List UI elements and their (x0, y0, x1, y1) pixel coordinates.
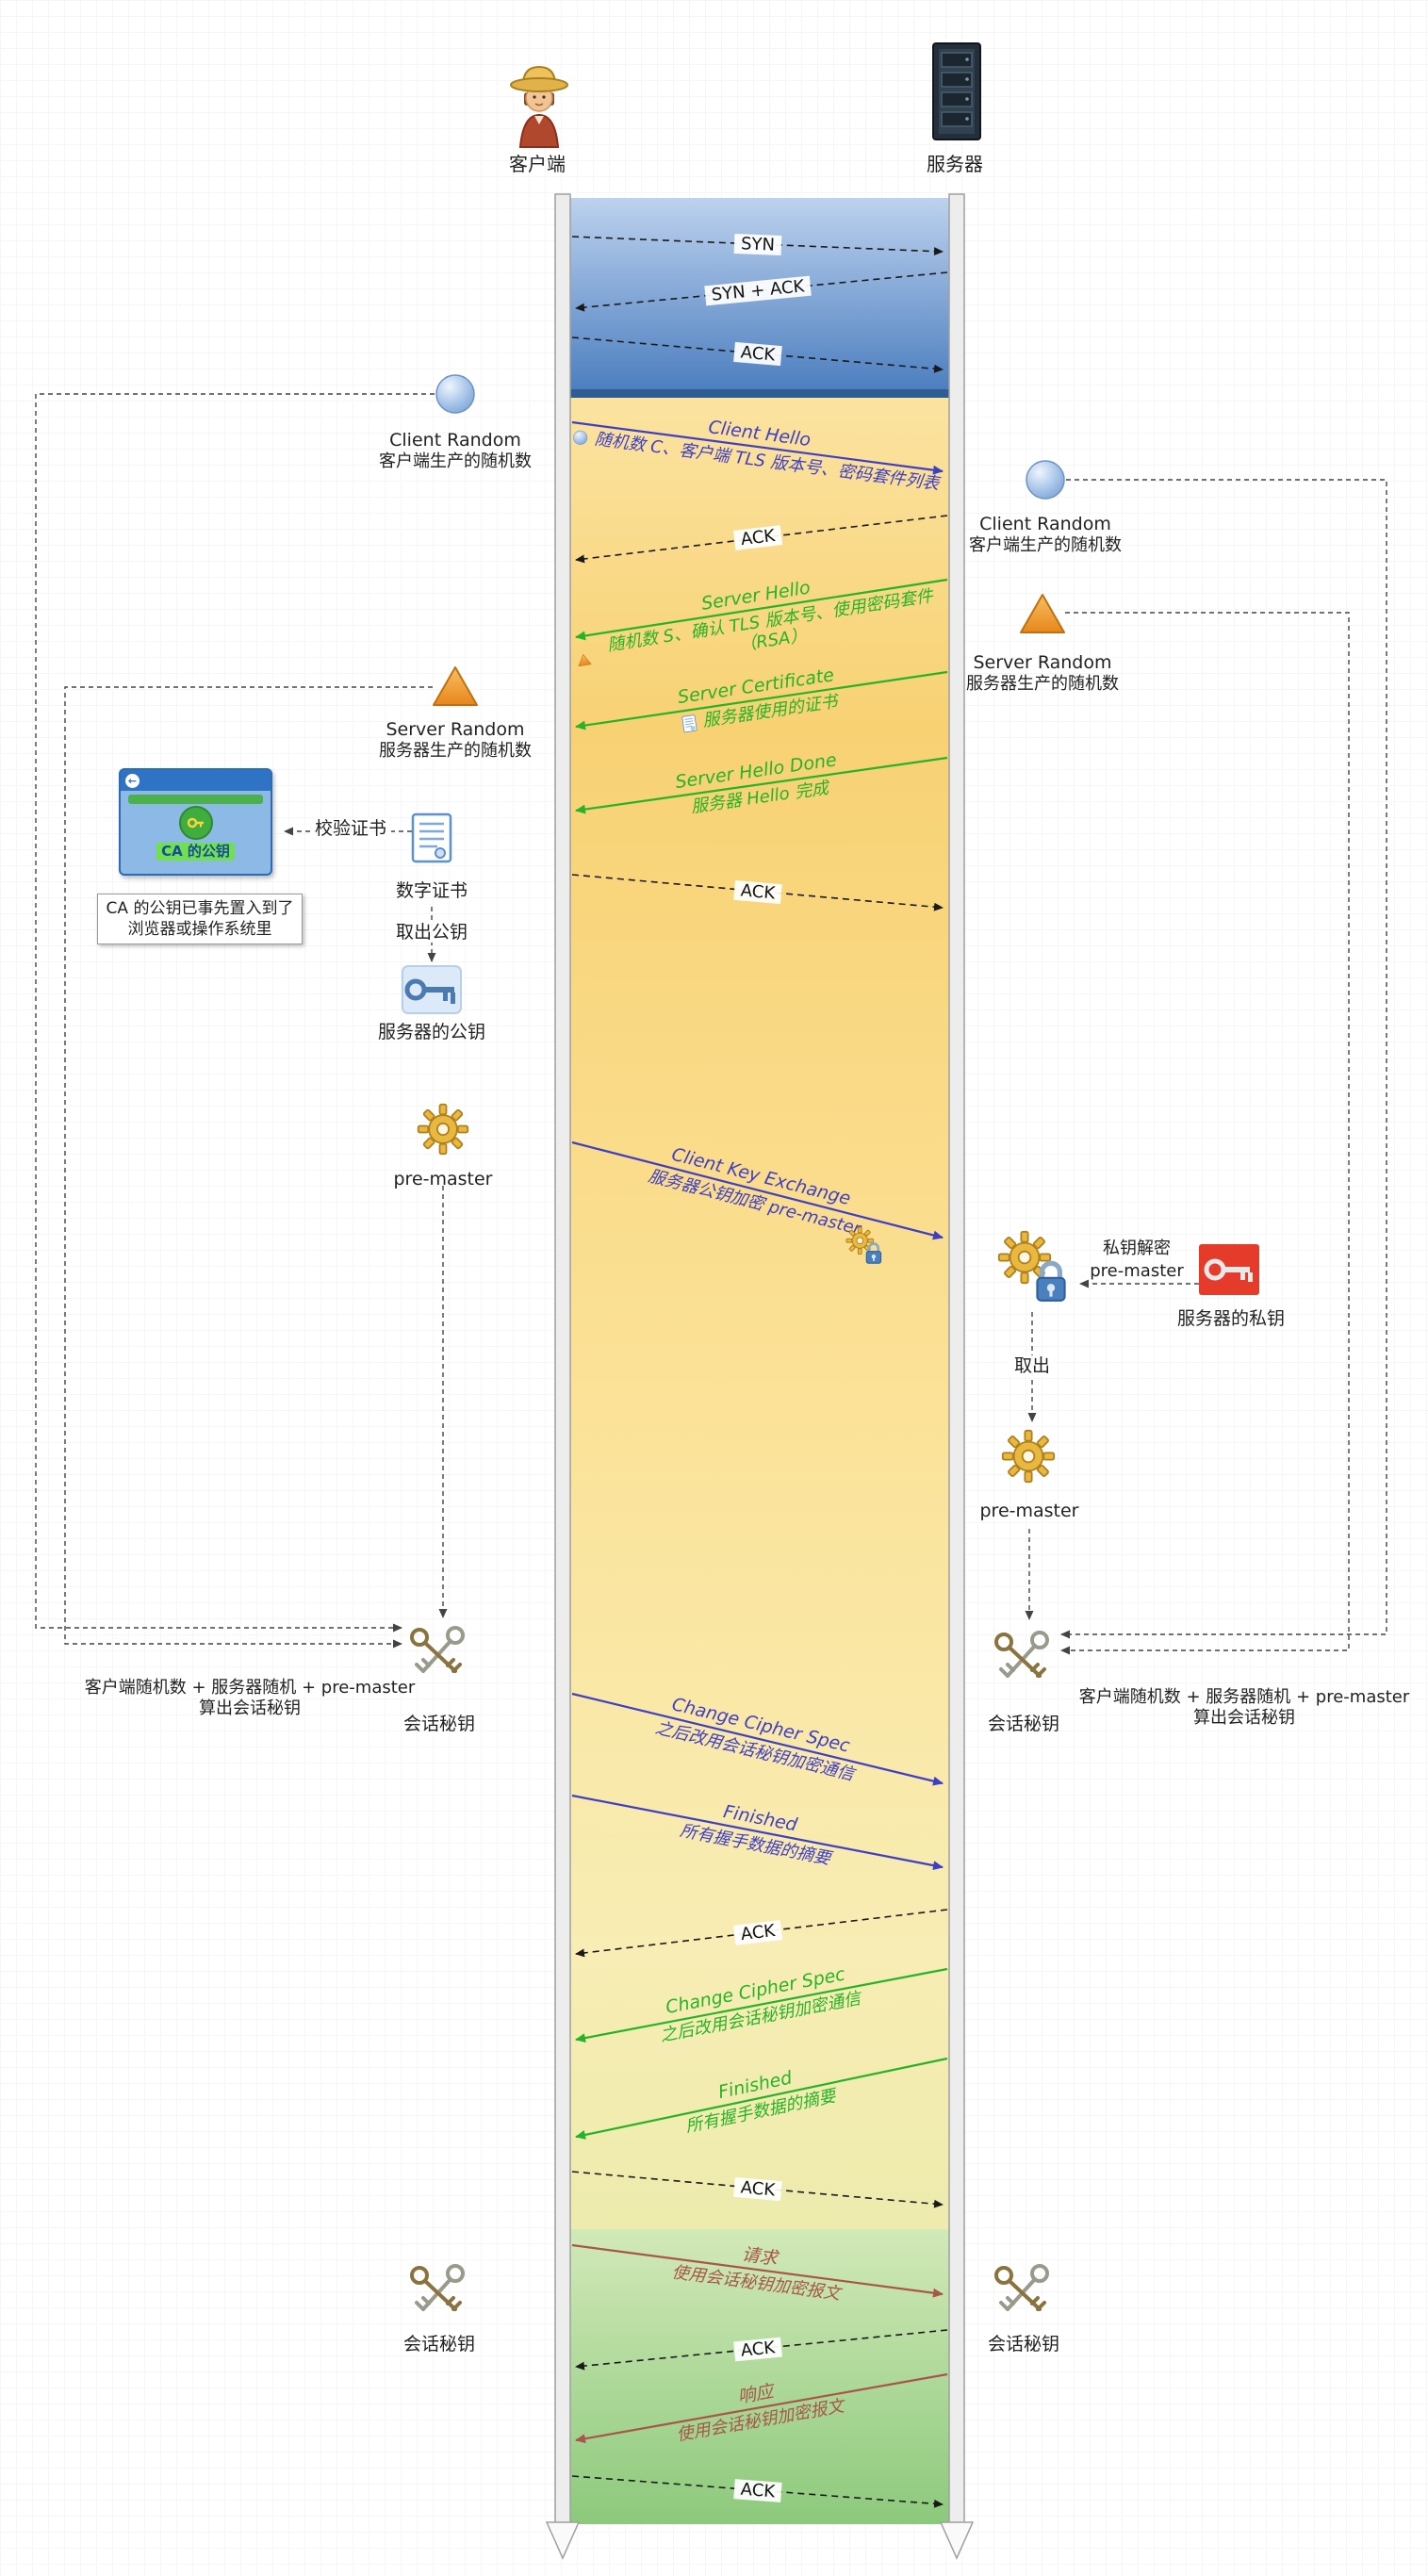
session-key-label-bottom-left: 会话秘钥 (402, 2334, 475, 2354)
extract-label: 取出 (994, 1355, 1070, 1376)
server-random-right-subtitle: 服务器生产的随机数 (966, 674, 1119, 694)
gold-key-icon (187, 817, 204, 829)
extract-public-key-label: 取出公钥 (366, 922, 498, 943)
session-key-calc-left: 客户端随机数 + 服务器随机 + pre-master 算出会话秘钥 (84, 1678, 416, 1718)
session-key-icon-right (991, 1629, 1055, 1685)
server-lifeline-arrow (939, 2521, 975, 2560)
ca-key-badge-icon (178, 806, 213, 840)
server-private-key-icon (1199, 1244, 1259, 1295)
client-random-sphere-icon-right (1025, 459, 1066, 500)
client-random-right-subtitle: 客户端生产的随机数 (969, 535, 1122, 555)
ca-note-box: CA 的公钥已事先置入到了 浏览器或操作系统里 (97, 894, 303, 944)
server-private-key-label: 服务器的私钥 (1176, 1308, 1285, 1329)
ca-public-key-label: CA 的公钥 (156, 843, 235, 861)
client-random-sphere-icon (435, 373, 476, 415)
session-key-icon-left (406, 1624, 470, 1681)
tcp-handshake-band (570, 198, 949, 389)
session-key-calc-right: 客户端随机数 + 服务器随机 + pre-master 算出会话秘钥 (1078, 1687, 1410, 1728)
premaster-gear-icon-left (417, 1103, 469, 1156)
server-random-left-subtitle: 服务器生产的随机数 (379, 741, 532, 761)
gear-lock-icon-right (995, 1228, 1075, 1307)
server-rack-icon (932, 42, 981, 140)
server-random-triangle-icon-right (1018, 592, 1067, 635)
client-lifeline (554, 193, 571, 2525)
client-random-right-title: Client Random (979, 514, 1111, 534)
band-divider (570, 389, 949, 398)
session-key-label-bottom-right: 会话秘钥 (987, 2334, 1059, 2354)
farmer-avatar-icon (510, 65, 568, 148)
server-random-triangle-icon (431, 665, 480, 708)
digital-certificate-icon (411, 812, 452, 863)
session-key-label-left: 会话秘钥 (402, 1714, 475, 1734)
browser-address-bar (128, 795, 263, 804)
tls-handshake-band (570, 398, 949, 2229)
digital-certificate-label: 数字证书 (395, 880, 468, 901)
browser-icon: ← CA 的公钥 (119, 768, 272, 876)
client-actor-label: 客户端 (509, 153, 566, 175)
server-actor-label: 服务器 (927, 153, 983, 175)
private-key-decrypt-premaster: pre-master (1090, 1261, 1184, 1281)
ca-note-line2: 浏览器或操作系统里 (127, 920, 272, 939)
ca-note-line1: CA 的公钥已事先置入到了 (106, 899, 294, 918)
session-key-icon-bottom-left (406, 2262, 470, 2319)
session-key-icon-bottom-right (991, 2262, 1055, 2319)
private-key-decrypt-label: 私钥解密 (1103, 1239, 1171, 1258)
back-arrow-icon: ← (125, 773, 140, 788)
server-random-left-title: Server Random (386, 719, 525, 740)
session-key-label-right: 会话秘钥 (987, 1714, 1059, 1734)
encrypted-data-band (570, 2229, 949, 2524)
client-lifeline-arrow (545, 2521, 581, 2560)
server-random-right-title: Server Random (973, 652, 1112, 673)
client-random-left-title: Client Random (389, 430, 521, 451)
premaster-label-left: pre-master (393, 1169, 493, 1190)
server-public-key-icon (402, 965, 462, 1014)
premaster-gear-icon-right (1001, 1429, 1056, 1484)
premaster-label-right: pre-master (979, 1501, 1079, 1521)
verify-certificate-label: 校验证书 (302, 818, 400, 839)
browser-title-bar: ← (121, 770, 271, 791)
encrypted-premaster-gear-lock-icon (845, 1225, 886, 1267)
server-public-key-label: 服务器的公钥 (377, 1022, 485, 1042)
client-random-left-subtitle: 客户端生产的随机数 (379, 451, 532, 471)
